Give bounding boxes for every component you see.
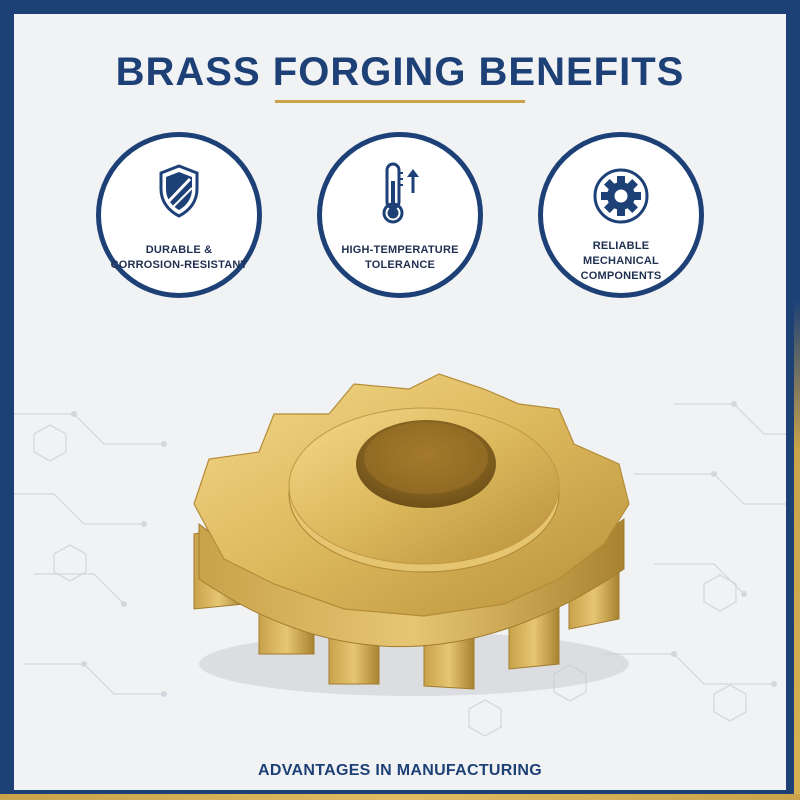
benefit-label-line: HIGH-TEMPERATURE <box>341 244 459 256</box>
page-title: BRASS FORGING BENEFITS <box>115 50 685 94</box>
benefit-label-line: RELIABLE <box>592 240 650 252</box>
thermometer-icon <box>382 162 419 224</box>
gold-edge-accent <box>794 300 800 800</box>
benefit-label: HIGH-TEMPERATURE TOLERANCE <box>322 243 478 273</box>
benefit-reliable-components: RELIABLE MECHANICAL COMPONENTS <box>538 132 704 298</box>
gold-edge-accent-bottom <box>0 794 800 800</box>
benefit-high-temperature: HIGH-TEMPERATURE TOLERANCE <box>317 132 483 298</box>
footer-caption: ADVANTAGES IN MANUFACTURING <box>258 762 542 779</box>
brass-gear-illustration <box>193 373 630 696</box>
content-panel: BRASS FORGING BENEFITS DURABLE & CORROSI… <box>14 14 786 790</box>
shield-icon <box>159 164 199 218</box>
benefit-label-line: TOLERANCE <box>364 259 436 271</box>
benefit-durable: DURABLE & CORROSION-RESISTANT <box>96 132 262 298</box>
benefit-label-line: COMPONENTS <box>580 270 662 282</box>
benefit-label: RELIABLE MECHANICAL COMPONENTS <box>543 239 699 284</box>
benefit-label-line: CORROSION-RESISTANT <box>110 259 248 271</box>
hexagon-network-background <box>14 401 786 737</box>
benefit-label-line: DURABLE & <box>145 244 213 256</box>
gear-icon <box>593 168 649 224</box>
title-underline <box>275 100 525 103</box>
benefit-label: DURABLE & CORROSION-RESISTANT <box>101 243 257 273</box>
benefit-label-line: MECHANICAL <box>583 255 659 267</box>
